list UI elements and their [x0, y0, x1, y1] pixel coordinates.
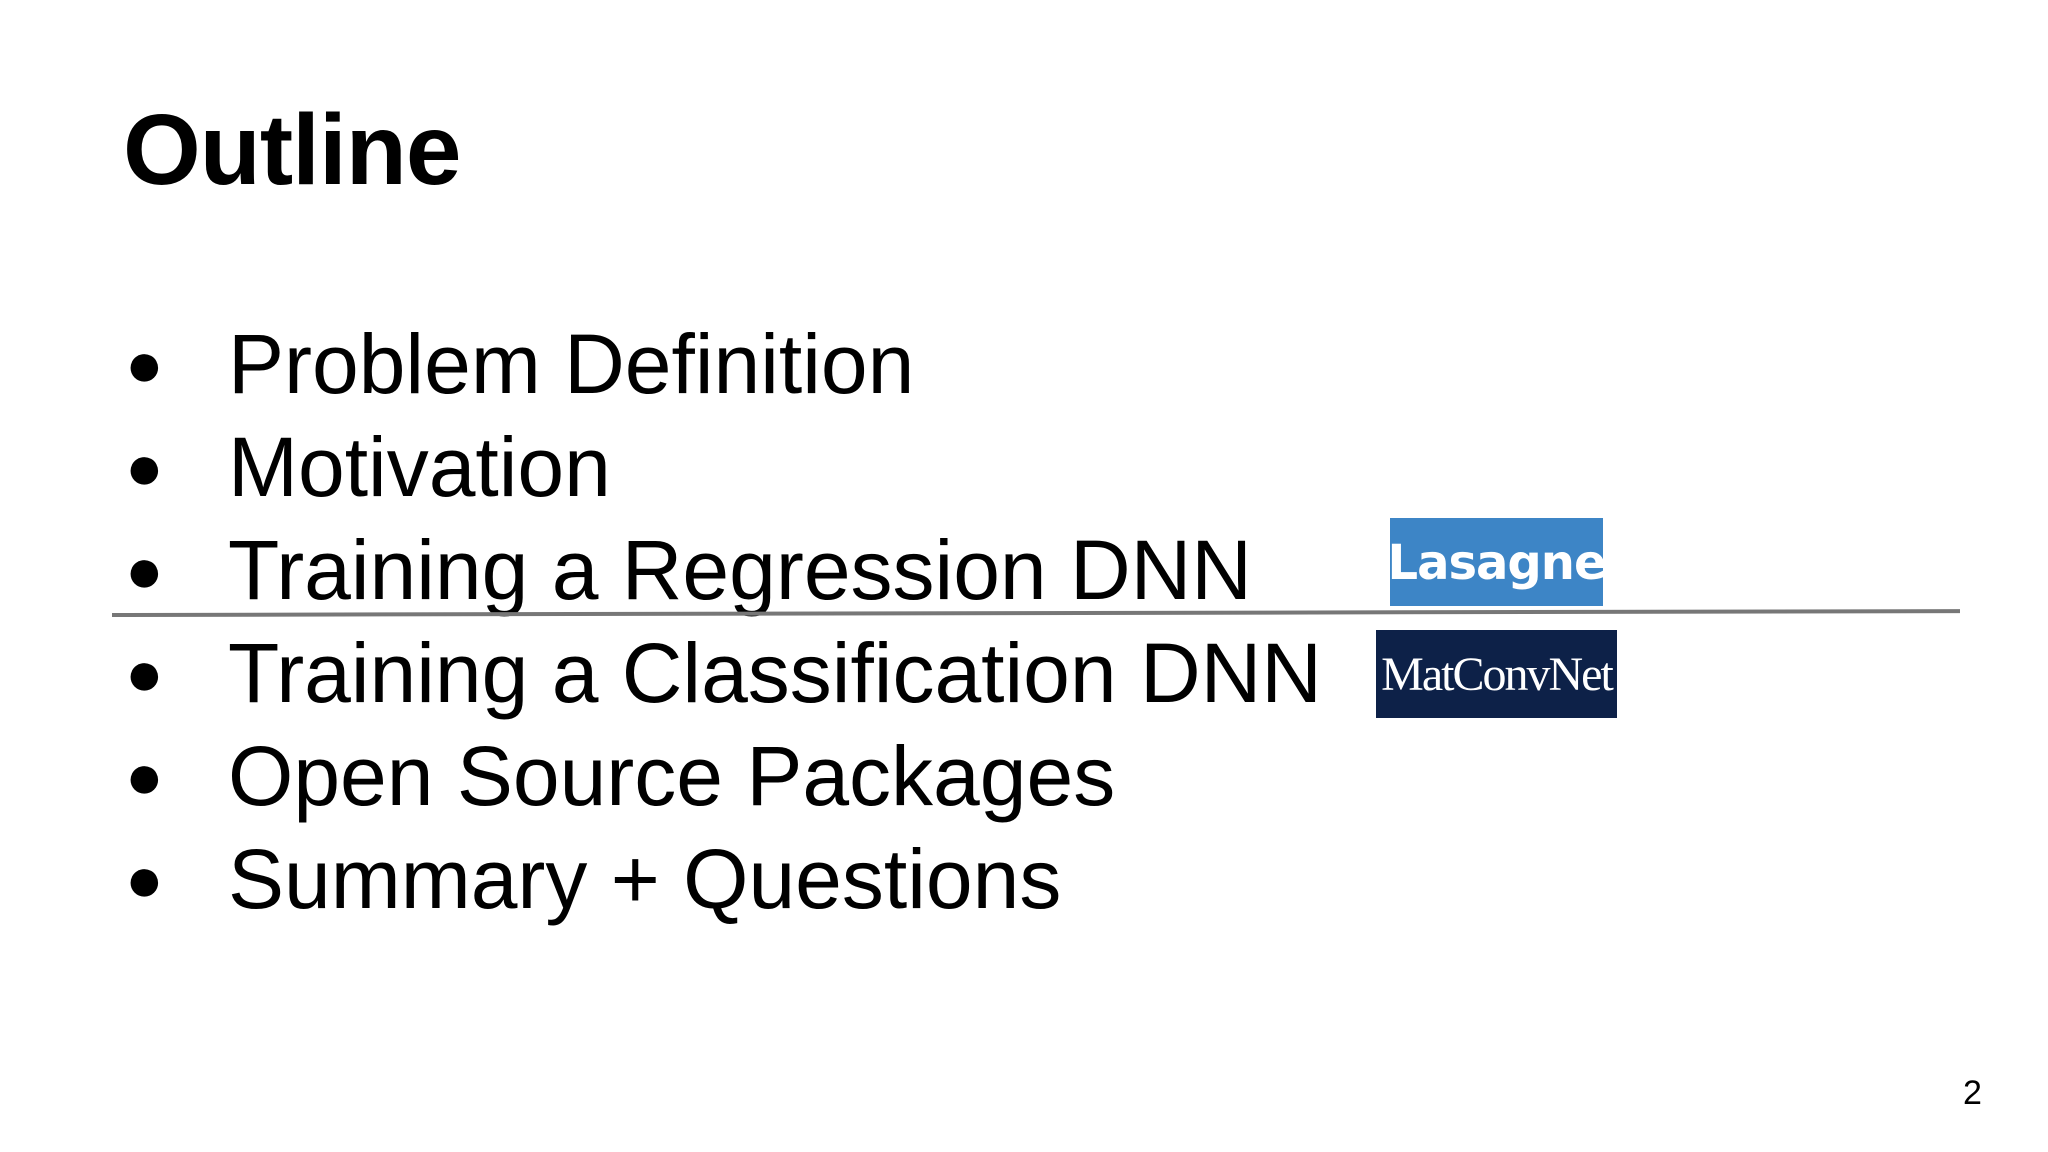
page-number: 2 [1963, 1074, 1982, 1112]
bullet-text: Problem Definition [228, 316, 915, 411]
bullet-icon: ● [125, 739, 164, 812]
list-item: ● Summary + Questions [125, 827, 1322, 930]
bullet-text: Open Source Packages [228, 728, 1116, 823]
bullet-icon: ● [125, 533, 164, 606]
bullet-text: Motivation [228, 419, 611, 514]
list-item: ● Motivation [125, 415, 1322, 518]
bullet-list: ● Problem Definition ● Motivation ● Trai… [125, 312, 1322, 930]
slide-title: Outline [123, 94, 461, 206]
bullet-icon: ● [125, 636, 164, 709]
list-item: ● Training a Classification DNN [125, 621, 1322, 724]
bullet-text: Training a Classification DNN [228, 625, 1322, 720]
bullet-icon: ● [125, 327, 164, 400]
matconvnet-logo: MatConvNet [1376, 630, 1617, 718]
bullet-icon: ● [125, 842, 164, 915]
list-item: ● Problem Definition [125, 312, 1322, 415]
list-item: ● Open Source Packages [125, 724, 1322, 827]
list-item: ● Training a Regression DNN [125, 518, 1322, 621]
bullet-text: Summary + Questions [228, 831, 1062, 926]
bullet-text: Training a Regression DNN [228, 522, 1252, 617]
bullet-icon: ● [125, 430, 164, 503]
lasagne-logo: Lasagne [1387, 518, 1607, 606]
